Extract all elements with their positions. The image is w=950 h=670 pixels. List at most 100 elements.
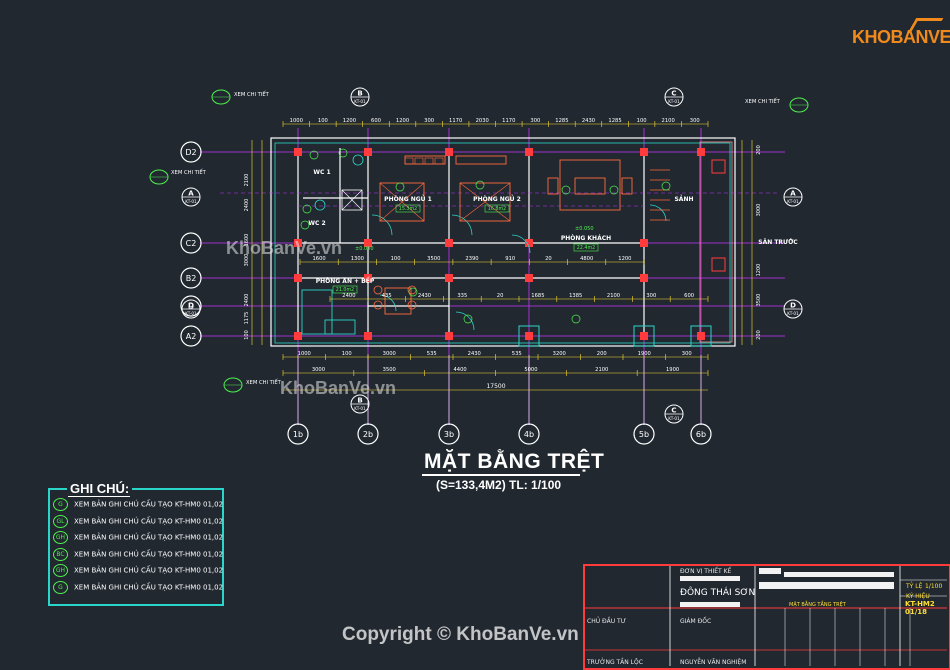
structural-column	[640, 332, 648, 340]
axis-bubble	[633, 423, 655, 445]
dim-vertical: 200	[756, 330, 762, 340]
note-text: XEM BẢN GHI CHÚ CẤU TẠO KT-HM0 01,02	[74, 533, 224, 542]
note-text: XEM BẢN GHI CHÚ CẤU TẠO KT-HM0 01,02	[74, 550, 224, 558]
brand-logo: KHOBANVE	[852, 18, 950, 52]
dim-top: 600	[371, 118, 381, 124]
axis-bubble-label: 5b	[639, 430, 649, 439]
dim-top: 300	[690, 118, 700, 124]
company-name: ĐÔNG THÁI SƠN	[680, 588, 756, 598]
area-tag-box	[332, 285, 358, 294]
structural-column	[525, 274, 533, 282]
section-sheet: KT-01	[354, 99, 366, 104]
code-label: KÝ HIỆU	[906, 593, 930, 600]
note-tag-icon: GL	[53, 514, 68, 528]
axis-bubble-label: A2	[186, 332, 197, 341]
material-tag	[309, 150, 319, 160]
structural-column	[294, 239, 302, 247]
dim-mid: 20	[545, 256, 552, 262]
section-sheet: KT-01	[354, 406, 366, 411]
dim-top: 2100	[662, 118, 675, 124]
structural-column	[445, 148, 453, 156]
porch-frame	[699, 141, 733, 343]
dim-top: 2030	[476, 118, 489, 124]
scale-label: TỶ LỆ	[906, 583, 923, 590]
dim-bottom-2: 4400	[453, 367, 466, 373]
area-tag: 22.4m2	[577, 245, 595, 251]
notes-heading: GHI CHÚ:	[67, 481, 133, 496]
dim-top: 300	[530, 118, 540, 124]
armchair	[621, 177, 633, 195]
axis-bubble-label: B2	[186, 274, 197, 283]
dining-table	[384, 287, 412, 315]
section-sheet: KT-01	[668, 99, 680, 104]
detail-callout-label: XEM CHI TIẾT	[234, 90, 270, 98]
area-tag: 16.8m2	[488, 206, 506, 212]
dim-bottom-2: 5000	[524, 367, 537, 373]
dim-mid-2: 2430	[418, 293, 431, 299]
chair	[407, 300, 417, 310]
toilet	[314, 199, 326, 211]
section-letter: B	[357, 90, 362, 98]
coffee-table	[574, 177, 606, 195]
dim-top: 1200	[396, 118, 409, 124]
dim-mid: 4800	[580, 256, 593, 262]
axis-bubble-label: 1b	[293, 430, 303, 439]
section-letter: C	[671, 90, 676, 98]
level-label: ±0.000	[355, 246, 374, 252]
structural-column	[364, 274, 372, 282]
structural-column	[364, 148, 372, 156]
brand-logo-text: KHOBANVE	[852, 27, 950, 47]
axis-bubble	[518, 423, 540, 445]
lead-label: TRƯỞNG TẦN LỘC	[587, 659, 643, 666]
dim-bottom: 100	[342, 351, 352, 357]
door-swing	[649, 204, 667, 222]
axis-bubble	[357, 423, 379, 445]
section-letter: C	[671, 407, 676, 415]
porch-column	[711, 257, 726, 272]
bed-line	[379, 182, 425, 222]
detail-callout-label: XEM CHI TIẾT	[745, 97, 781, 105]
designer-label: ĐƠN VỊ THIẾT KẾ	[680, 568, 732, 575]
material-tag	[338, 148, 348, 158]
dim-bottom: 2430	[468, 351, 481, 357]
structural-column	[697, 148, 705, 156]
dim-top: 100	[318, 118, 328, 124]
drawing-subtitle: (S=133,4M2) TL: 1/100	[436, 478, 562, 492]
chair	[373, 285, 383, 295]
structural-column	[294, 332, 302, 340]
dim-top: 2430	[582, 118, 595, 124]
title-underline	[422, 474, 580, 476]
chair	[407, 285, 417, 295]
notes-box	[48, 488, 224, 606]
column-footing	[690, 325, 712, 347]
material-tag	[475, 180, 485, 190]
note-text: XEM BẢN GHI CHÚ CẤU TẠO KT-HM0 01,02	[74, 583, 224, 591]
area-tag-box	[573, 243, 599, 252]
material-tag	[408, 287, 418, 297]
dim-vertical: 1175	[244, 312, 250, 325]
material-tag	[395, 182, 405, 192]
material-tag	[300, 220, 310, 230]
dim-bottom: 1900	[638, 351, 651, 357]
dim-top: 1170	[502, 118, 515, 124]
shower-tray	[341, 189, 363, 211]
note-tag-icon: G	[53, 498, 68, 511]
section-sheet: KT-01	[787, 199, 799, 204]
dim-top: 100	[637, 118, 647, 124]
structural-column	[294, 274, 302, 282]
dim-bottom: 3200	[553, 351, 566, 357]
dim-bottom-2: 3500	[383, 367, 396, 373]
notes-heading-underline	[68, 496, 130, 497]
drawing-title: MẶT BẰNG TRỆT	[424, 450, 605, 473]
dim-top: 1170	[449, 118, 462, 124]
dim-total: 17500	[486, 383, 505, 390]
chair	[373, 300, 383, 310]
note-tag-icon: BC	[53, 547, 68, 561]
door-swing	[451, 214, 473, 236]
structural-column	[445, 332, 453, 340]
area-tag: 15.3m2	[399, 206, 417, 212]
dim-vertical: 3000	[756, 204, 762, 217]
copyright-watermark: Copyright © KhoBanVe.vn	[342, 624, 579, 645]
